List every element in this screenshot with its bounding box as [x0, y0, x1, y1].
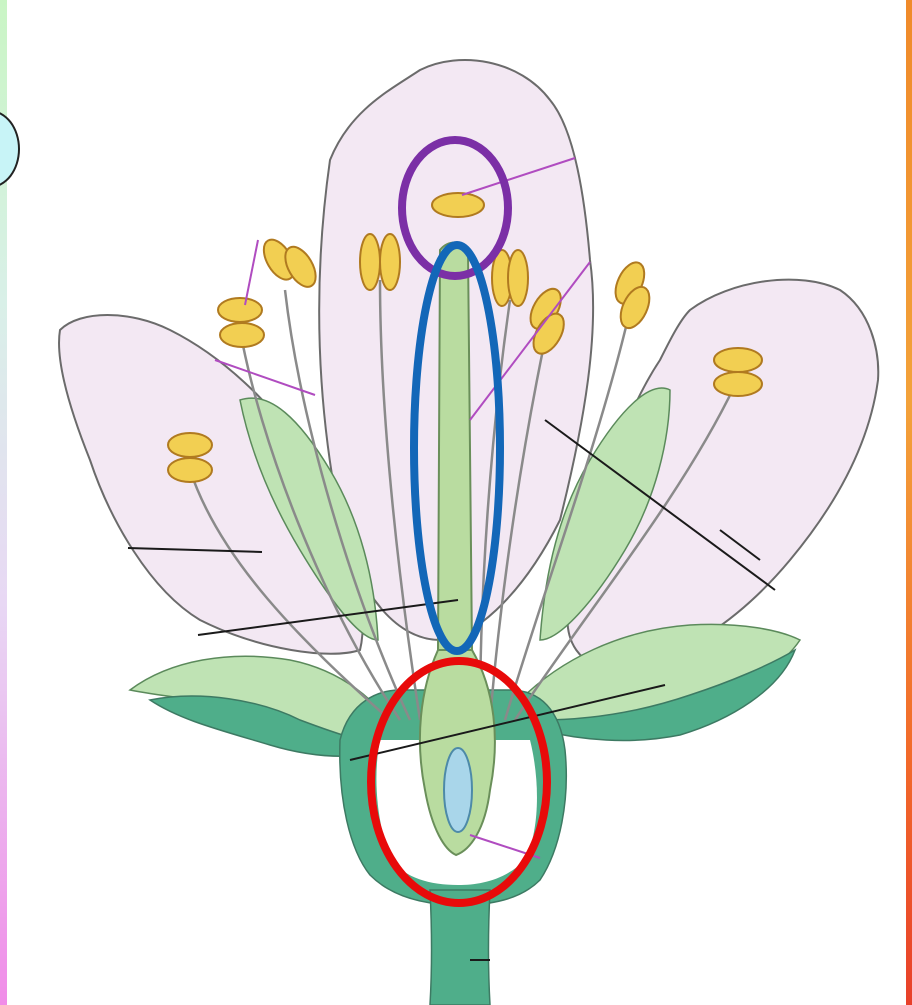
leader-line [245, 240, 258, 305]
style [438, 243, 472, 651]
anther [218, 298, 264, 347]
anther [432, 193, 484, 217]
anther [601, 258, 663, 332]
ovule [444, 748, 472, 832]
stem [430, 890, 490, 1005]
anther [258, 227, 322, 299]
anther [492, 250, 528, 306]
